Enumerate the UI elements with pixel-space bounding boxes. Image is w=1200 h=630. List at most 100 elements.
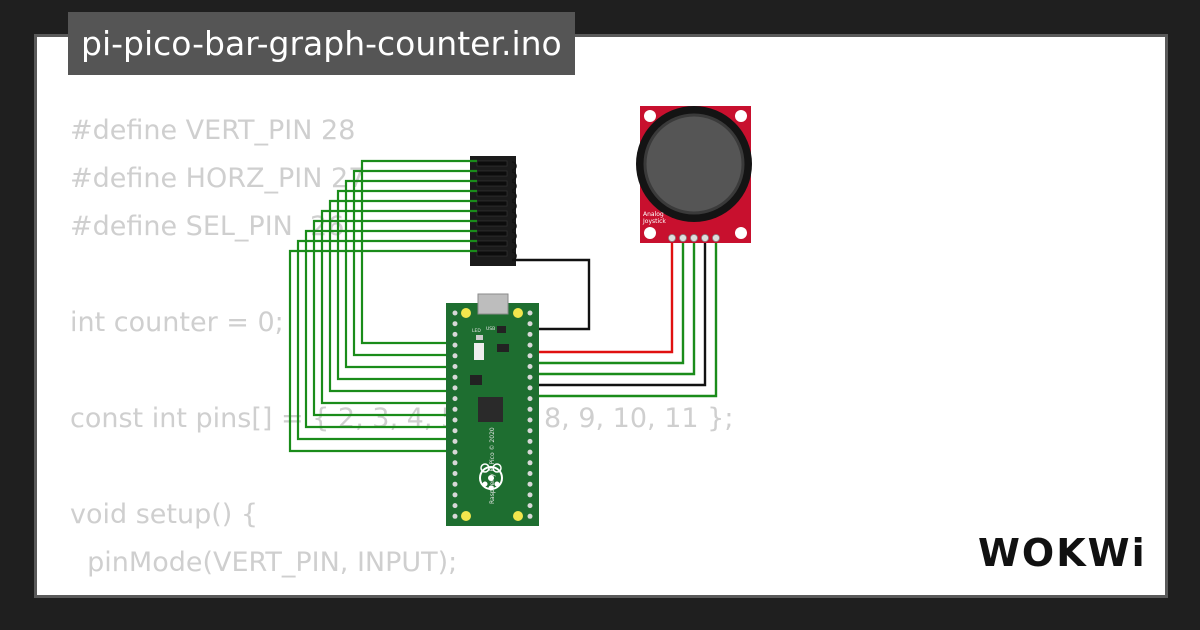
pico-pin <box>452 374 458 380</box>
status-led <box>476 335 483 340</box>
code-line: int counter = 0; <box>70 307 284 338</box>
pico-pin <box>452 364 458 369</box>
pico-pin <box>527 374 533 380</box>
pico-gpio-pins <box>452 310 533 519</box>
pico-pin <box>452 321 458 327</box>
mount-hole <box>735 227 747 239</box>
pico-pin <box>452 471 458 476</box>
regulator-chip <box>497 344 509 352</box>
bar-segment <box>476 220 508 227</box>
green-wire-gpio <box>344 179 477 369</box>
pico-pin <box>527 396 533 402</box>
small-chip <box>497 326 506 333</box>
code-line: #define HORZ_PIN 27 <box>70 163 366 194</box>
bar-segment <box>476 200 508 207</box>
pico-pin <box>452 492 458 498</box>
code-line: #define VERT_PIN 28 <box>70 115 356 146</box>
led-label: LED <box>472 328 481 334</box>
wokwi-logo[interactable]: WOKWi <box>976 524 1152 580</box>
pico-pin <box>452 438 458 444</box>
analog-joystick[interactable]: Analog Joystick <box>636 106 752 243</box>
pico-pin <box>527 503 533 509</box>
preview-card: #define VERT_PIN 28#define HORZ_PIN 27#d… <box>34 34 1168 598</box>
bar-return-loop <box>511 231 517 241</box>
usb-label: USB <box>486 326 495 332</box>
bar-return-loop <box>511 191 517 201</box>
flash-chip <box>470 375 482 385</box>
green-wire-gpio <box>288 249 477 453</box>
bar-segment <box>476 230 508 237</box>
mount-hole <box>513 511 523 521</box>
code-line: void setup() { <box>70 499 259 530</box>
bar-return-loop <box>511 181 517 191</box>
green-wire-vert <box>525 240 685 365</box>
pico-pin <box>452 449 458 455</box>
bar-segment <box>476 190 508 197</box>
mount-hole <box>461 308 471 318</box>
pico-pin <box>452 385 458 391</box>
bar-segment <box>476 240 508 247</box>
rp2040-chip <box>478 397 503 422</box>
bar-return-loop <box>511 201 517 211</box>
bar-return-loop <box>511 171 517 181</box>
pico-pin <box>452 428 458 434</box>
joystick-pin <box>679 234 687 242</box>
pico-pin <box>527 310 533 316</box>
black-wire-bar-to-gnd <box>512 258 591 331</box>
pico-pin <box>527 342 533 348</box>
bar-return-loop <box>511 161 517 171</box>
pico-pin <box>452 481 458 487</box>
mount-hole <box>644 110 656 122</box>
bar-return-loop <box>511 241 517 251</box>
green-wire-gpio <box>304 229 477 429</box>
pico-pin <box>452 310 458 316</box>
bar-return-loop <box>511 221 517 231</box>
project-title[interactable]: pi-pico-bar-graph-counter.ino <box>68 12 575 75</box>
joystick-knob[interactable] <box>643 113 745 215</box>
joystick-label: Joystick <box>642 218 666 225</box>
pico-pin <box>527 460 533 466</box>
bar-segment <box>476 160 508 167</box>
pico-pin <box>452 406 458 412</box>
mount-hole <box>735 110 747 122</box>
black-wire-gnd <box>525 240 707 387</box>
joystick-pin <box>712 234 720 242</box>
pico-pin <box>527 471 533 476</box>
pico-pin <box>527 417 533 423</box>
pico-pin <box>527 492 533 498</box>
green-wire-horz <box>525 240 696 376</box>
joystick-pin <box>690 234 698 242</box>
raspberry-logo <box>479 463 503 491</box>
mount-hole <box>513 308 523 318</box>
green-wire-sel <box>525 240 718 398</box>
pico-pin <box>452 513 458 519</box>
pico-pin <box>527 353 533 359</box>
bar-segment <box>476 180 508 187</box>
bar-segment <box>476 170 508 177</box>
pico-label: Raspberry Pi Pico © 2020 <box>489 427 496 504</box>
pico-pin <box>452 460 458 466</box>
code-editor-background: #define VERT_PIN 28#define HORZ_PIN 27#d… <box>70 107 733 595</box>
mount-hole <box>644 227 656 239</box>
bar-segment <box>476 210 508 217</box>
pico-pin <box>452 331 458 337</box>
pico-pin <box>527 321 533 327</box>
bar-graph-segments <box>476 160 508 257</box>
green-wire-gpio <box>296 239 477 441</box>
pico-pin <box>452 503 458 509</box>
raspberry-pi-pico[interactable]: LED USB Raspberry Pi Pico © 2020 <box>446 293 539 526</box>
code-line: pinMode(VERT_PIN, INPUT); <box>70 547 458 578</box>
pico-pin <box>527 438 533 444</box>
green-wire-gpio <box>320 209 477 405</box>
pico-pin <box>527 364 533 369</box>
pico-pin <box>527 385 533 391</box>
bootsel-button[interactable] <box>474 343 484 360</box>
led-bar-graph[interactable] <box>470 156 516 266</box>
red-wire-vcc <box>525 240 674 354</box>
pico-pin <box>527 449 533 455</box>
bar-segment <box>476 250 508 257</box>
pico-pin <box>452 353 458 359</box>
joystick-pin <box>701 234 709 242</box>
joystick-label: Analog <box>643 211 664 218</box>
pico-pin <box>527 406 533 412</box>
